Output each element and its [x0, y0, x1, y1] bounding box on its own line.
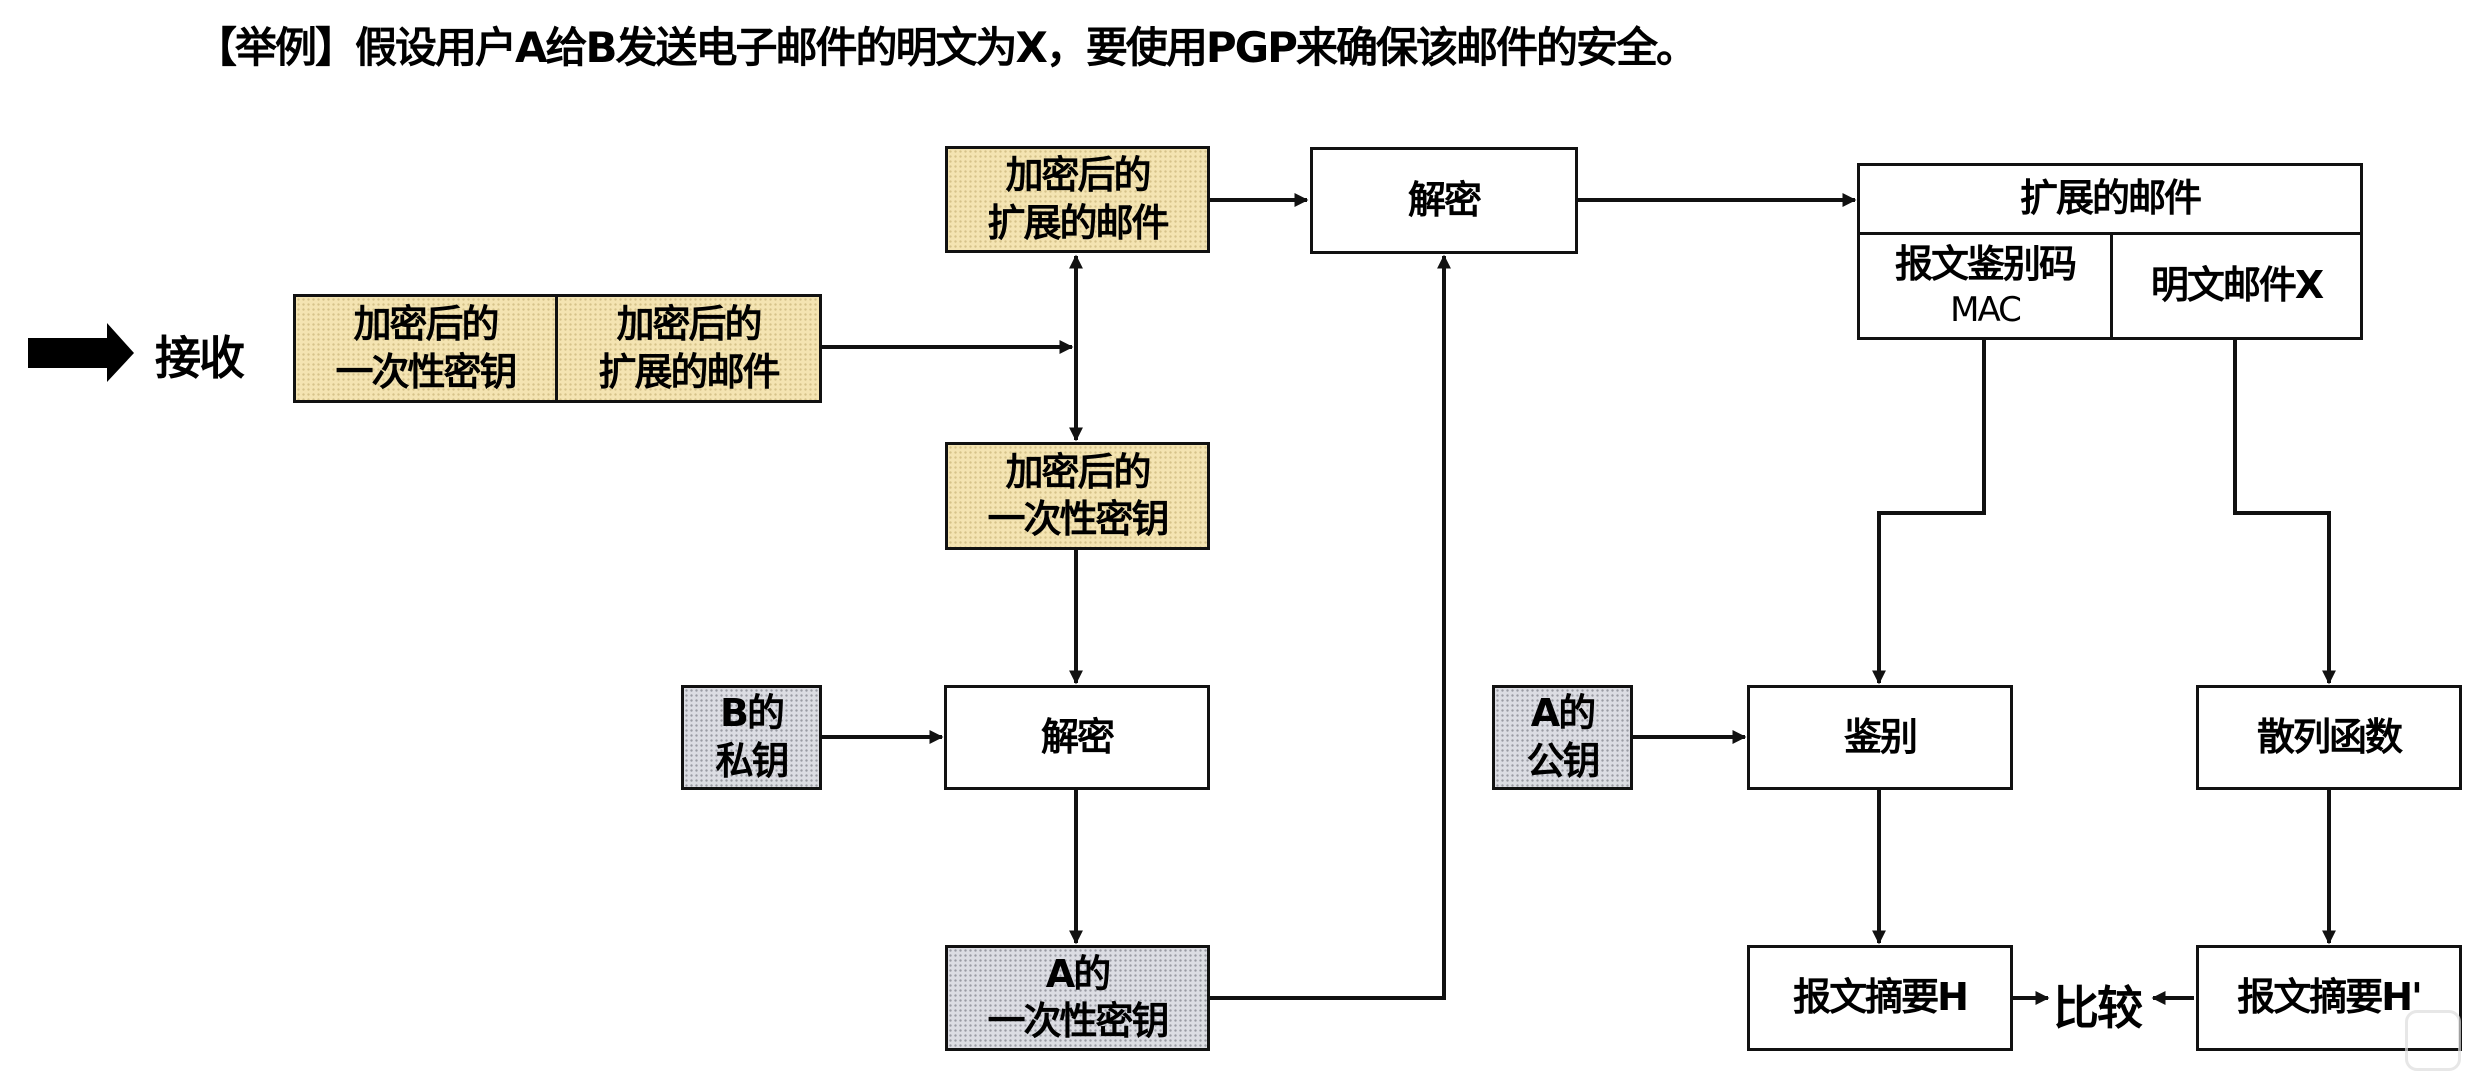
a-session-key-box: A的 一次性密钥 — [945, 945, 1210, 1051]
text-line: A的 — [1045, 951, 1111, 996]
text-line: 私钥 — [715, 738, 789, 783]
text-line: B的 — [720, 691, 785, 735]
text-line: 加密后的 — [1005, 449, 1151, 494]
arrow-plaintext-to-hash — [2233, 340, 2336, 685]
decrypt-mail-box: 解密 — [1310, 147, 1578, 254]
a-public-key-box: A的 公钥 — [1492, 685, 1633, 790]
digest-h-box: 报文摘要H — [1747, 945, 2013, 1051]
text-line: 公钥 — [1526, 738, 1600, 783]
text-line: 明文邮件X — [2150, 263, 2324, 308]
decrypt-key-box: 解密 — [944, 685, 1210, 790]
digest-h-prime-box: 报文摘要H' — [2196, 945, 2462, 1051]
b-private-key-box: B的 私钥 — [681, 685, 822, 790]
text-line: MAC — [1950, 289, 2022, 330]
received-encrypted-mail: 加密后的 扩展的邮件 — [555, 294, 822, 403]
page-title: 【举例】假设用户A给B发送电子邮件的明文为X，要使用PGP来确保该邮件的安全。 — [195, 23, 1698, 72]
arrow-mac-to-verify — [1872, 340, 1986, 685]
video-watermark-icon — [2405, 1010, 2461, 1071]
text-line: 加密后的 — [1005, 153, 1151, 197]
encrypted-mail-box: 加密后的 扩展的邮件 — [945, 146, 1210, 253]
received-encrypted-key: 加密后的 一次性密钥 — [293, 294, 558, 403]
extended-mail-header: 扩展的邮件 — [1857, 163, 2363, 235]
text-line: 解密 — [1407, 177, 1482, 222]
receive-arrow-icon — [28, 323, 134, 382]
verify-box: 鉴别 — [1747, 685, 2013, 790]
text-line: 扩展的邮件 — [598, 349, 780, 394]
text-line: 加密后的 — [616, 302, 762, 346]
compare-label: 比较 — [2053, 981, 2143, 1035]
encrypted-key-box: 加密后的 一次性密钥 — [945, 442, 1210, 550]
arrow-session-key-to-decrypt — [1209, 254, 1451, 1000]
text-line: 一次性密钥 — [335, 349, 517, 394]
text-line: 报文摘要H — [1793, 975, 1969, 1020]
text-line: 一次性密钥 — [987, 497, 1169, 541]
text-line: 鉴别 — [1843, 714, 1918, 759]
text-line: 一次性密钥 — [987, 999, 1169, 1043]
text-line: 散列函数 — [2256, 714, 2403, 759]
mac-cell: 报文鉴别码 MAC — [1857, 232, 2113, 340]
plaintext-cell: 明文邮件X — [2110, 232, 2363, 340]
text-line: 报文鉴别码 — [1894, 242, 2077, 286]
text-line: 解密 — [1040, 714, 1115, 759]
text-line: 加密后的 — [353, 302, 499, 346]
text-line: A的 — [1530, 691, 1596, 735]
text-line: 扩展的邮件 — [2019, 176, 2202, 221]
receive-label: 接收 — [155, 331, 245, 385]
text-line: 报文摘要H' — [2237, 975, 2422, 1020]
text-line: 扩展的邮件 — [987, 200, 1169, 245]
hash-function-box: 散列函数 — [2196, 685, 2462, 790]
